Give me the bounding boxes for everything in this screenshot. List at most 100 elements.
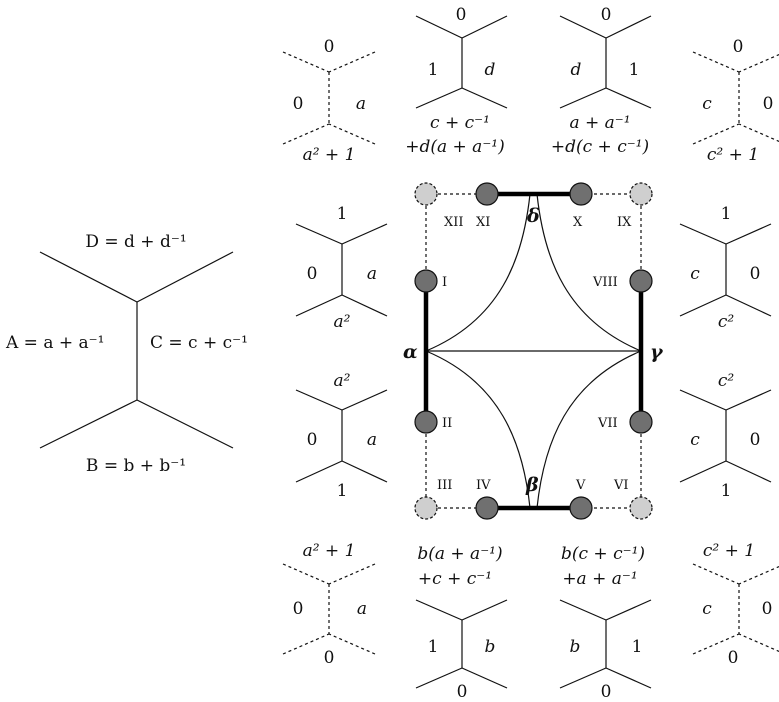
- label-I: I: [442, 275, 447, 290]
- arc-gamma-delta: [536, 193, 642, 352]
- left-graph-2: a² 0 a 1: [295, 371, 388, 501]
- label-alpha: α: [403, 341, 418, 363]
- node-X: [569, 182, 593, 206]
- bg1-bottom: 0: [324, 648, 335, 668]
- lg2-bottom: 1: [337, 481, 348, 501]
- bg2-right: b: [485, 637, 496, 657]
- tg4-top: 0: [733, 37, 744, 57]
- node-III: [414, 496, 438, 520]
- node-IX: [629, 182, 653, 206]
- bottom-graph-3: b(c + c⁻¹) +a + a⁻¹ b 1 0: [559, 544, 652, 702]
- bottom-graph-4: c² + 1 c 0 0: [692, 541, 779, 668]
- left-graph-1: 1 0 a a²: [295, 204, 388, 332]
- bg2-bottom: 0: [457, 682, 468, 702]
- node-VI: [629, 496, 653, 520]
- node-V: [569, 496, 593, 520]
- top-graph-4: 0 c 0 c² + 1: [692, 37, 779, 165]
- lg1-left: 0: [307, 264, 318, 284]
- lg1-right: a: [367, 264, 377, 284]
- tg3-left: d: [571, 60, 582, 80]
- tg4-bottom: c² + 1: [707, 145, 759, 165]
- tg2-bottom2: +d(a + a⁻¹): [405, 137, 505, 157]
- bg1-top: a² + 1: [303, 541, 356, 561]
- bottom-graph-2: b(a + a⁻¹) +c + c⁻¹ 1 b 0: [415, 544, 508, 702]
- bg4-right: 0: [762, 599, 773, 619]
- bg2-top2: +c + c⁻¹: [418, 569, 492, 589]
- node-XI: [475, 182, 499, 206]
- label-B: B = b + b⁻¹: [86, 456, 186, 476]
- tg1-right: a: [356, 94, 366, 114]
- rg2-bottom: 1: [721, 481, 732, 501]
- top-graph-3: 0 d 1 a + a⁻¹ +d(c + c⁻¹): [551, 5, 652, 157]
- bg4-bottom: 0: [728, 648, 739, 668]
- lg1-top: 1: [337, 204, 348, 224]
- node-XII: [414, 182, 438, 206]
- top-graph-1: 0 0 a a² + 1: [282, 37, 376, 165]
- tg4-right: 0: [763, 94, 774, 114]
- arc-gamma-beta: [536, 350, 642, 509]
- bg2-left: 1: [428, 637, 439, 657]
- rg1-right: 0: [750, 264, 761, 284]
- label-gamma: γ: [650, 341, 664, 363]
- label-A: A = a + a⁻¹: [5, 333, 104, 353]
- bg3-top2: +a + a⁻¹: [562, 569, 637, 589]
- top-graph-2: 0 1 d c + c⁻¹ +d(a + a⁻¹): [405, 5, 508, 157]
- rg2-right: 0: [750, 430, 761, 450]
- node-II: [414, 410, 438, 434]
- bg3-bottom: 0: [601, 682, 612, 702]
- label-VI: VI: [613, 478, 629, 493]
- rg2-top: c²: [718, 371, 735, 391]
- bg4-left: c: [702, 599, 712, 619]
- rg1-bottom: c²: [718, 312, 735, 332]
- tg2-top: 0: [456, 5, 467, 25]
- node-VII: [629, 410, 653, 434]
- tg3-right: 1: [629, 60, 640, 80]
- central-diagram: XII XI X IX I VIII II VII III IV V VI α …: [403, 182, 664, 520]
- lg1-bottom: a²: [334, 312, 351, 332]
- tg1-top: 0: [324, 37, 335, 57]
- label-VII: VII: [597, 416, 618, 431]
- lg2-left: 0: [307, 430, 318, 450]
- rg2-left: c: [690, 430, 700, 450]
- node-I: [414, 269, 438, 293]
- tg2-bottom: c + c⁻¹: [430, 113, 490, 133]
- label-XII: XII: [444, 215, 464, 230]
- right-graph-1: 1 c 0 c²: [679, 204, 772, 332]
- tg3-bottom2: +d(c + c⁻¹): [551, 137, 649, 157]
- label-beta: β: [525, 474, 539, 496]
- label-III: III: [437, 478, 452, 493]
- tg1-left: 0: [293, 94, 304, 114]
- tg2-left: 1: [428, 60, 439, 80]
- lg2-right: a: [367, 430, 377, 450]
- bg3-top: b(c + c⁻¹): [561, 544, 645, 564]
- label-VIII: VIII: [592, 275, 618, 290]
- bg2-top: b(a + a⁻¹): [417, 544, 502, 564]
- node-IV: [475, 496, 499, 520]
- lg2-top: a²: [334, 371, 351, 391]
- main-h-graph: D = d + d⁻¹ A = a + a⁻¹ C = c + c⁻¹ B = …: [5, 232, 248, 476]
- bg1-right: a: [357, 599, 367, 619]
- label-D: D = d + d⁻¹: [85, 232, 186, 252]
- tg2-right: d: [485, 60, 496, 80]
- label-XI: XI: [476, 215, 490, 230]
- tg1-bottom: a² + 1: [303, 145, 356, 165]
- arc-alpha-delta: [425, 193, 531, 352]
- tg4-left: c: [702, 94, 712, 114]
- bg3-left: b: [570, 637, 581, 657]
- bg1-left: 0: [293, 599, 304, 619]
- label-IX: IX: [617, 215, 632, 230]
- arc-alpha-beta: [425, 350, 531, 509]
- right-graph-2: c² c 0 1: [679, 371, 772, 501]
- rg1-top: 1: [721, 204, 732, 224]
- bg4-top: c² + 1: [703, 541, 755, 561]
- node-VIII: [629, 269, 653, 293]
- label-II: II: [442, 416, 452, 431]
- tg3-top: 0: [601, 5, 612, 25]
- label-V: V: [575, 478, 586, 493]
- label-IV: IV: [476, 478, 491, 493]
- bg3-right: 1: [632, 637, 643, 657]
- rg1-left: c: [690, 264, 700, 284]
- label-delta: δ: [526, 205, 540, 227]
